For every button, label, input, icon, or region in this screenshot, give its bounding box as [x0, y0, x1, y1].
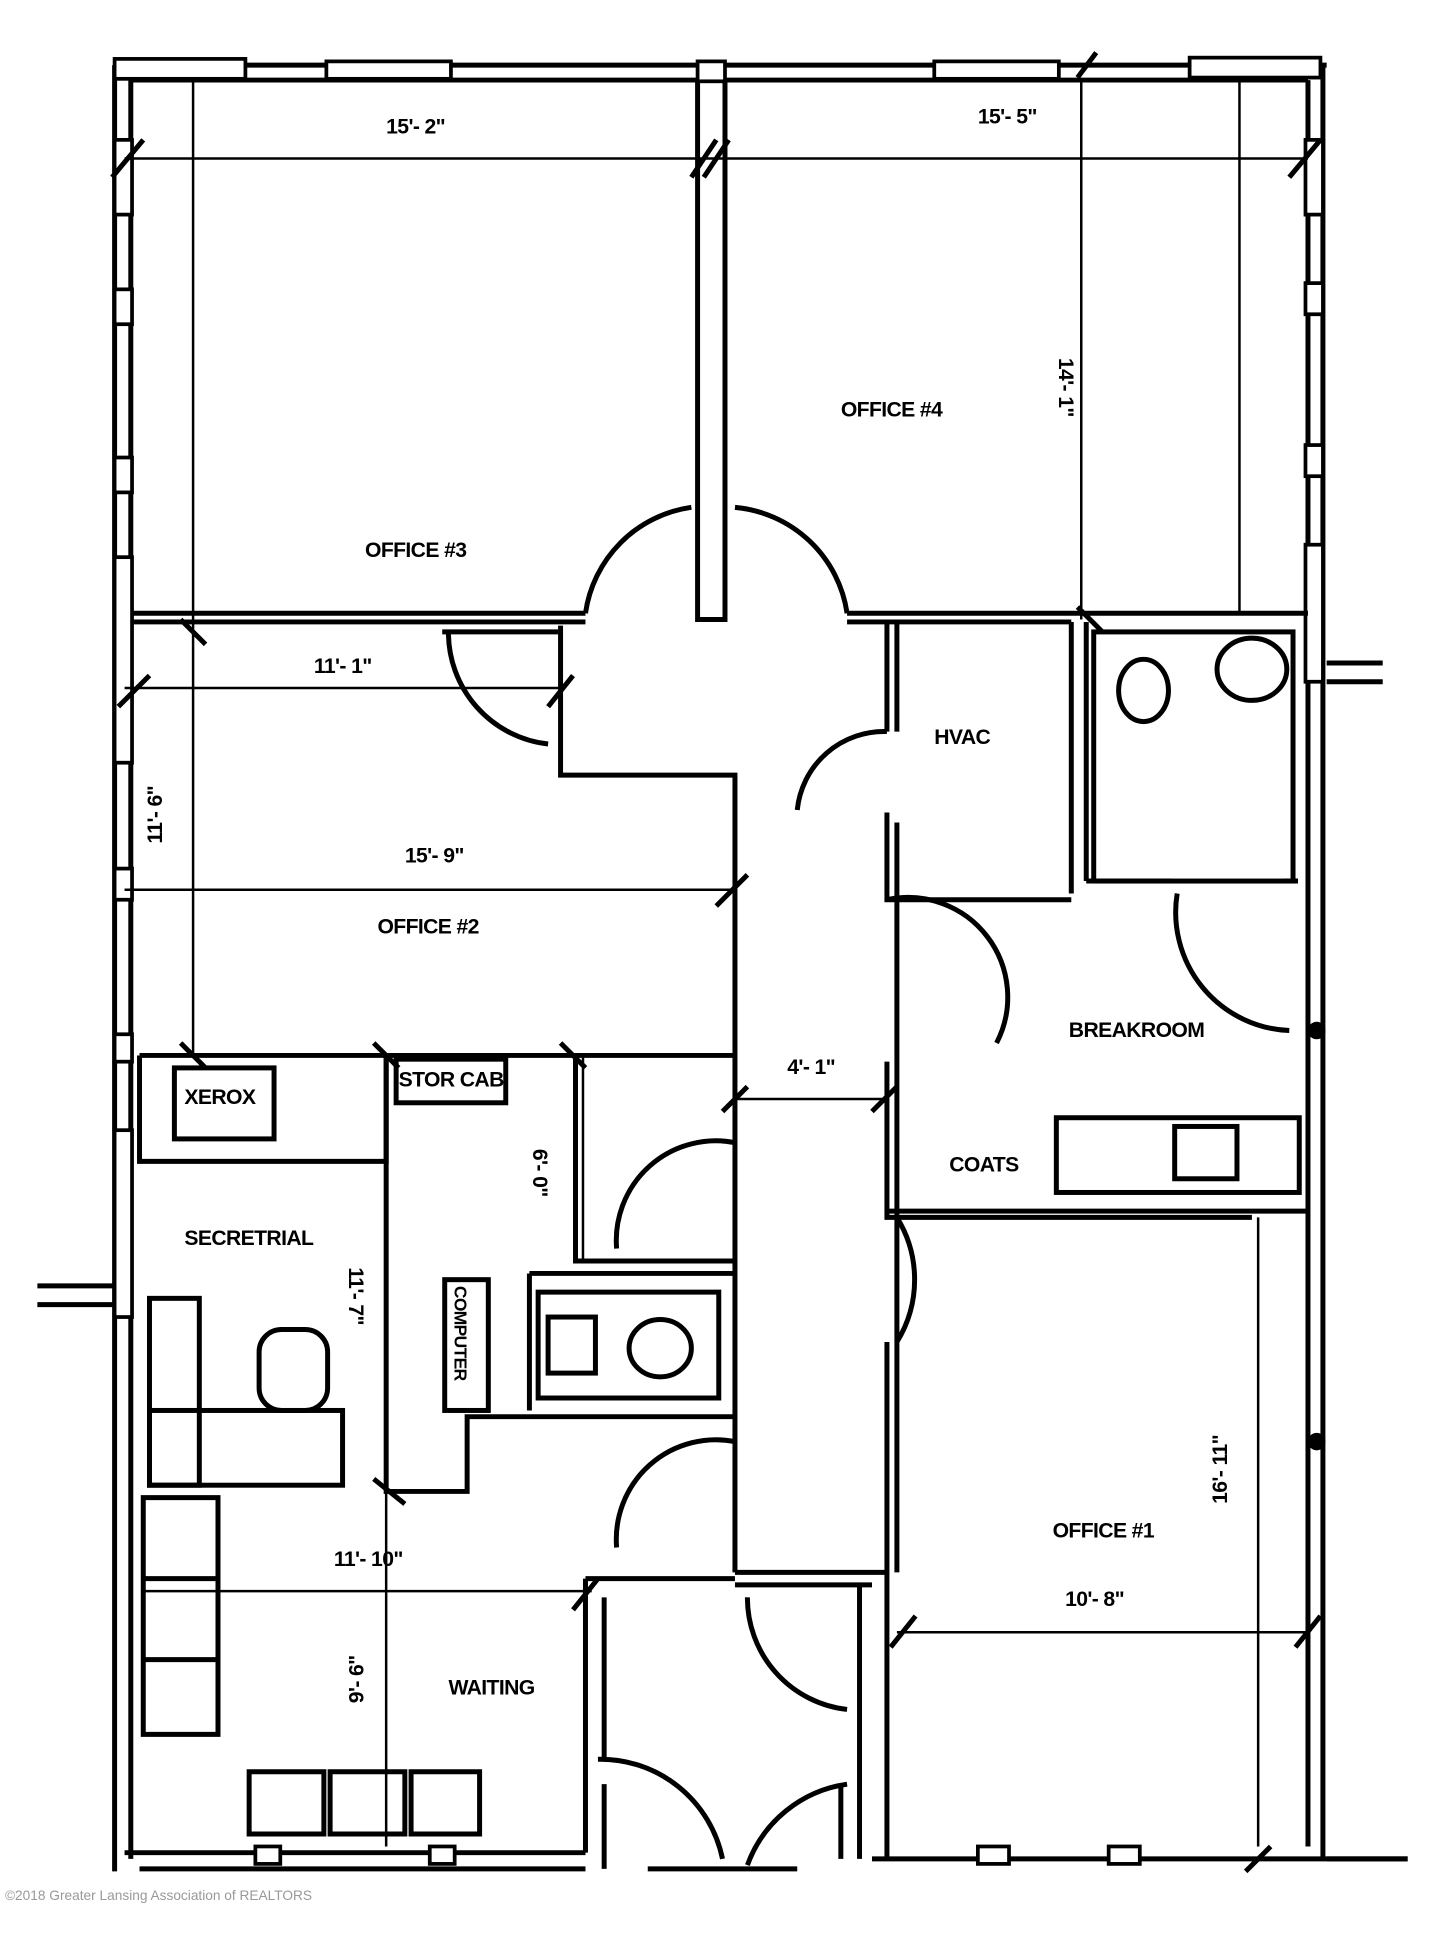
label-office-3: OFFICE #3 — [365, 539, 466, 562]
dim-waiting-width: 11'- 10" — [334, 1548, 403, 1571]
dim-office1-width: 10'- 8" — [1065, 1588, 1124, 1611]
dimension-lines — [110, 51, 1323, 1874]
fixtures — [140, 629, 1302, 1837]
dim-office4-depth: 14'- 1" — [1054, 358, 1077, 417]
exterior-walls — [37, 62, 1408, 1872]
windows — [112, 55, 1326, 1866]
watermark: ©2018 Greater Lansing Association of REA… — [5, 1888, 312, 1903]
label-secretarial: SECRETRIAL — [184, 1227, 314, 1250]
doors — [442, 504, 1290, 1866]
label-waiting: WAITING — [448, 1676, 534, 1699]
label-office-4: OFFICE #4 — [841, 398, 943, 421]
dim-stor-depth: 6'- 0" — [528, 1149, 551, 1197]
label-stor-cab: STOR CAB — [399, 1069, 504, 1092]
dim-corridor-width: 4'- 1" — [787, 1056, 835, 1079]
dim-office1-depth: 16'- 11" — [1209, 1435, 1232, 1504]
label-xerox: XEROX — [184, 1086, 255, 1109]
dim-11-1: 11'- 1" — [314, 655, 372, 678]
dim-office2-depth: 11'- 6" — [144, 786, 167, 844]
label-office-2: OFFICE #2 — [377, 915, 478, 938]
label-hvac: HVAC — [934, 726, 990, 749]
room-labels: 15'- 2" 15'- 5" 14'- 1" OFFICE #4 OFFICE… — [5, 106, 1232, 1903]
dim-office4-width: 15'- 5" — [978, 106, 1037, 129]
dim-office3-width: 15'- 2" — [386, 116, 445, 139]
dim-office2-width: 15'- 9" — [405, 844, 464, 867]
interior-walls — [130, 80, 1308, 1869]
dim-secretarial-depth: 11'- 7" — [344, 1267, 367, 1325]
label-coats: COATS — [949, 1153, 1019, 1176]
label-office-1: OFFICE #1 — [1053, 1520, 1155, 1543]
label-computer: COMPUTER — [451, 1286, 471, 1382]
label-breakroom: BREAKROOM — [1069, 1019, 1204, 1042]
dim-waiting-depth: 9'- 6" — [346, 1655, 369, 1703]
